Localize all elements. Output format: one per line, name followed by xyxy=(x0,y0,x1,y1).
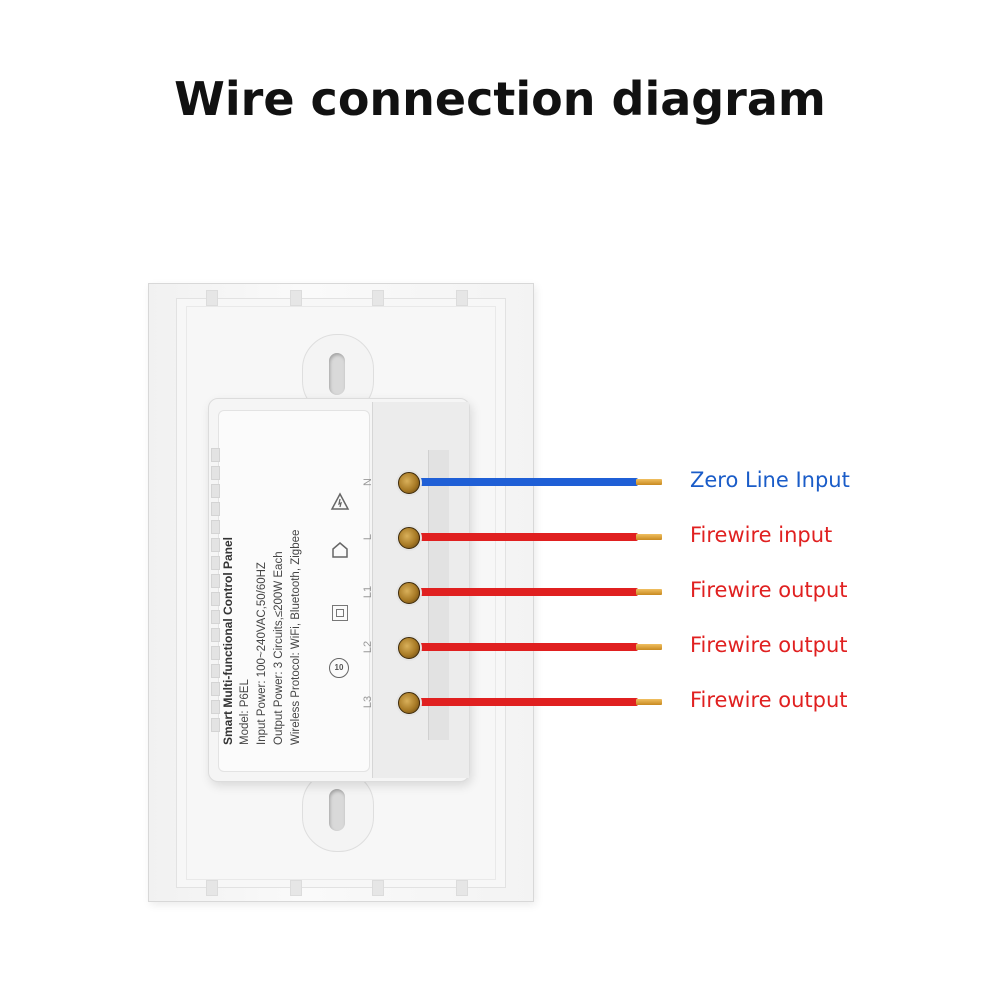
vent-slot xyxy=(211,628,220,642)
wire-label: Firewire output xyxy=(690,633,848,657)
module-label-area xyxy=(218,410,370,772)
double-square-icon xyxy=(332,605,348,621)
wire xyxy=(416,533,638,541)
wire-label: Firewire input xyxy=(690,523,833,547)
plate-tab xyxy=(206,880,218,896)
vent-slot xyxy=(211,484,220,498)
terminal-letter: L2 xyxy=(362,640,374,654)
spec-line: Output Power: 3 Circuits,≤200W Each xyxy=(273,551,285,745)
vent-slot xyxy=(211,574,220,588)
terminal-letter: L3 xyxy=(362,695,374,709)
vent-slot xyxy=(211,538,220,552)
wire-copper-tip xyxy=(636,644,662,650)
vent-slot xyxy=(211,592,220,606)
vent-slot xyxy=(211,664,220,678)
spec-line: Model: P6EL xyxy=(239,679,251,745)
module-spec-label: Smart Multi-functional Control Panel Mod… xyxy=(220,415,320,745)
vent-slot xyxy=(211,466,220,480)
mounting-slot xyxy=(329,789,345,831)
wire-label: Firewire output xyxy=(690,688,848,712)
vent-slot xyxy=(211,700,220,714)
wire xyxy=(416,588,638,596)
wire-copper-tip xyxy=(636,534,662,540)
spec-line: Wireless Protocol: WiFi, Bluetooth, Zigb… xyxy=(290,529,302,745)
vent-slot xyxy=(211,610,220,624)
vent-slot xyxy=(211,502,220,516)
certification-icon: 10 xyxy=(329,658,349,678)
vent-slot xyxy=(211,718,220,732)
wire xyxy=(416,478,638,486)
plate-tab xyxy=(372,880,384,896)
house-icon xyxy=(332,542,348,558)
wire xyxy=(416,698,638,706)
vent-slot xyxy=(211,448,220,462)
terminal-screw xyxy=(398,582,420,604)
plate-tab xyxy=(372,290,384,306)
plate-tab xyxy=(290,880,302,896)
terminal-letter: L1 xyxy=(362,585,374,599)
diagram-title: Wire connection diagram xyxy=(174,72,826,126)
vent-slot xyxy=(211,520,220,534)
terminal-screw xyxy=(398,472,420,494)
wire-copper-tip xyxy=(636,699,662,705)
vent-slot xyxy=(211,682,220,696)
wire xyxy=(416,643,638,651)
terminal-screw xyxy=(398,692,420,714)
spec-line: Smart Multi-functional Control Panel xyxy=(221,536,235,745)
terminal-screw xyxy=(398,527,420,549)
bottom-mounting-hole xyxy=(302,770,374,852)
plate-tab xyxy=(206,290,218,306)
wire-label: Zero Line Input xyxy=(690,468,850,492)
wire-copper-tip xyxy=(636,479,662,485)
mounting-slot xyxy=(329,353,345,395)
terminal-screw xyxy=(398,637,420,659)
vent-slot xyxy=(211,556,220,570)
plate-tab xyxy=(290,290,302,306)
wire-label: Firewire output xyxy=(690,578,848,602)
warning-triangle-icon xyxy=(330,492,350,510)
plate-tab xyxy=(456,880,468,896)
spec-line: Input Power: 100~240VAC,50/60HZ xyxy=(256,562,268,745)
plate-tab xyxy=(456,290,468,306)
terminal-letter: L xyxy=(362,533,374,541)
vent-slot xyxy=(211,646,220,660)
terminal-letter: N xyxy=(362,478,374,486)
wire-copper-tip xyxy=(636,589,662,595)
